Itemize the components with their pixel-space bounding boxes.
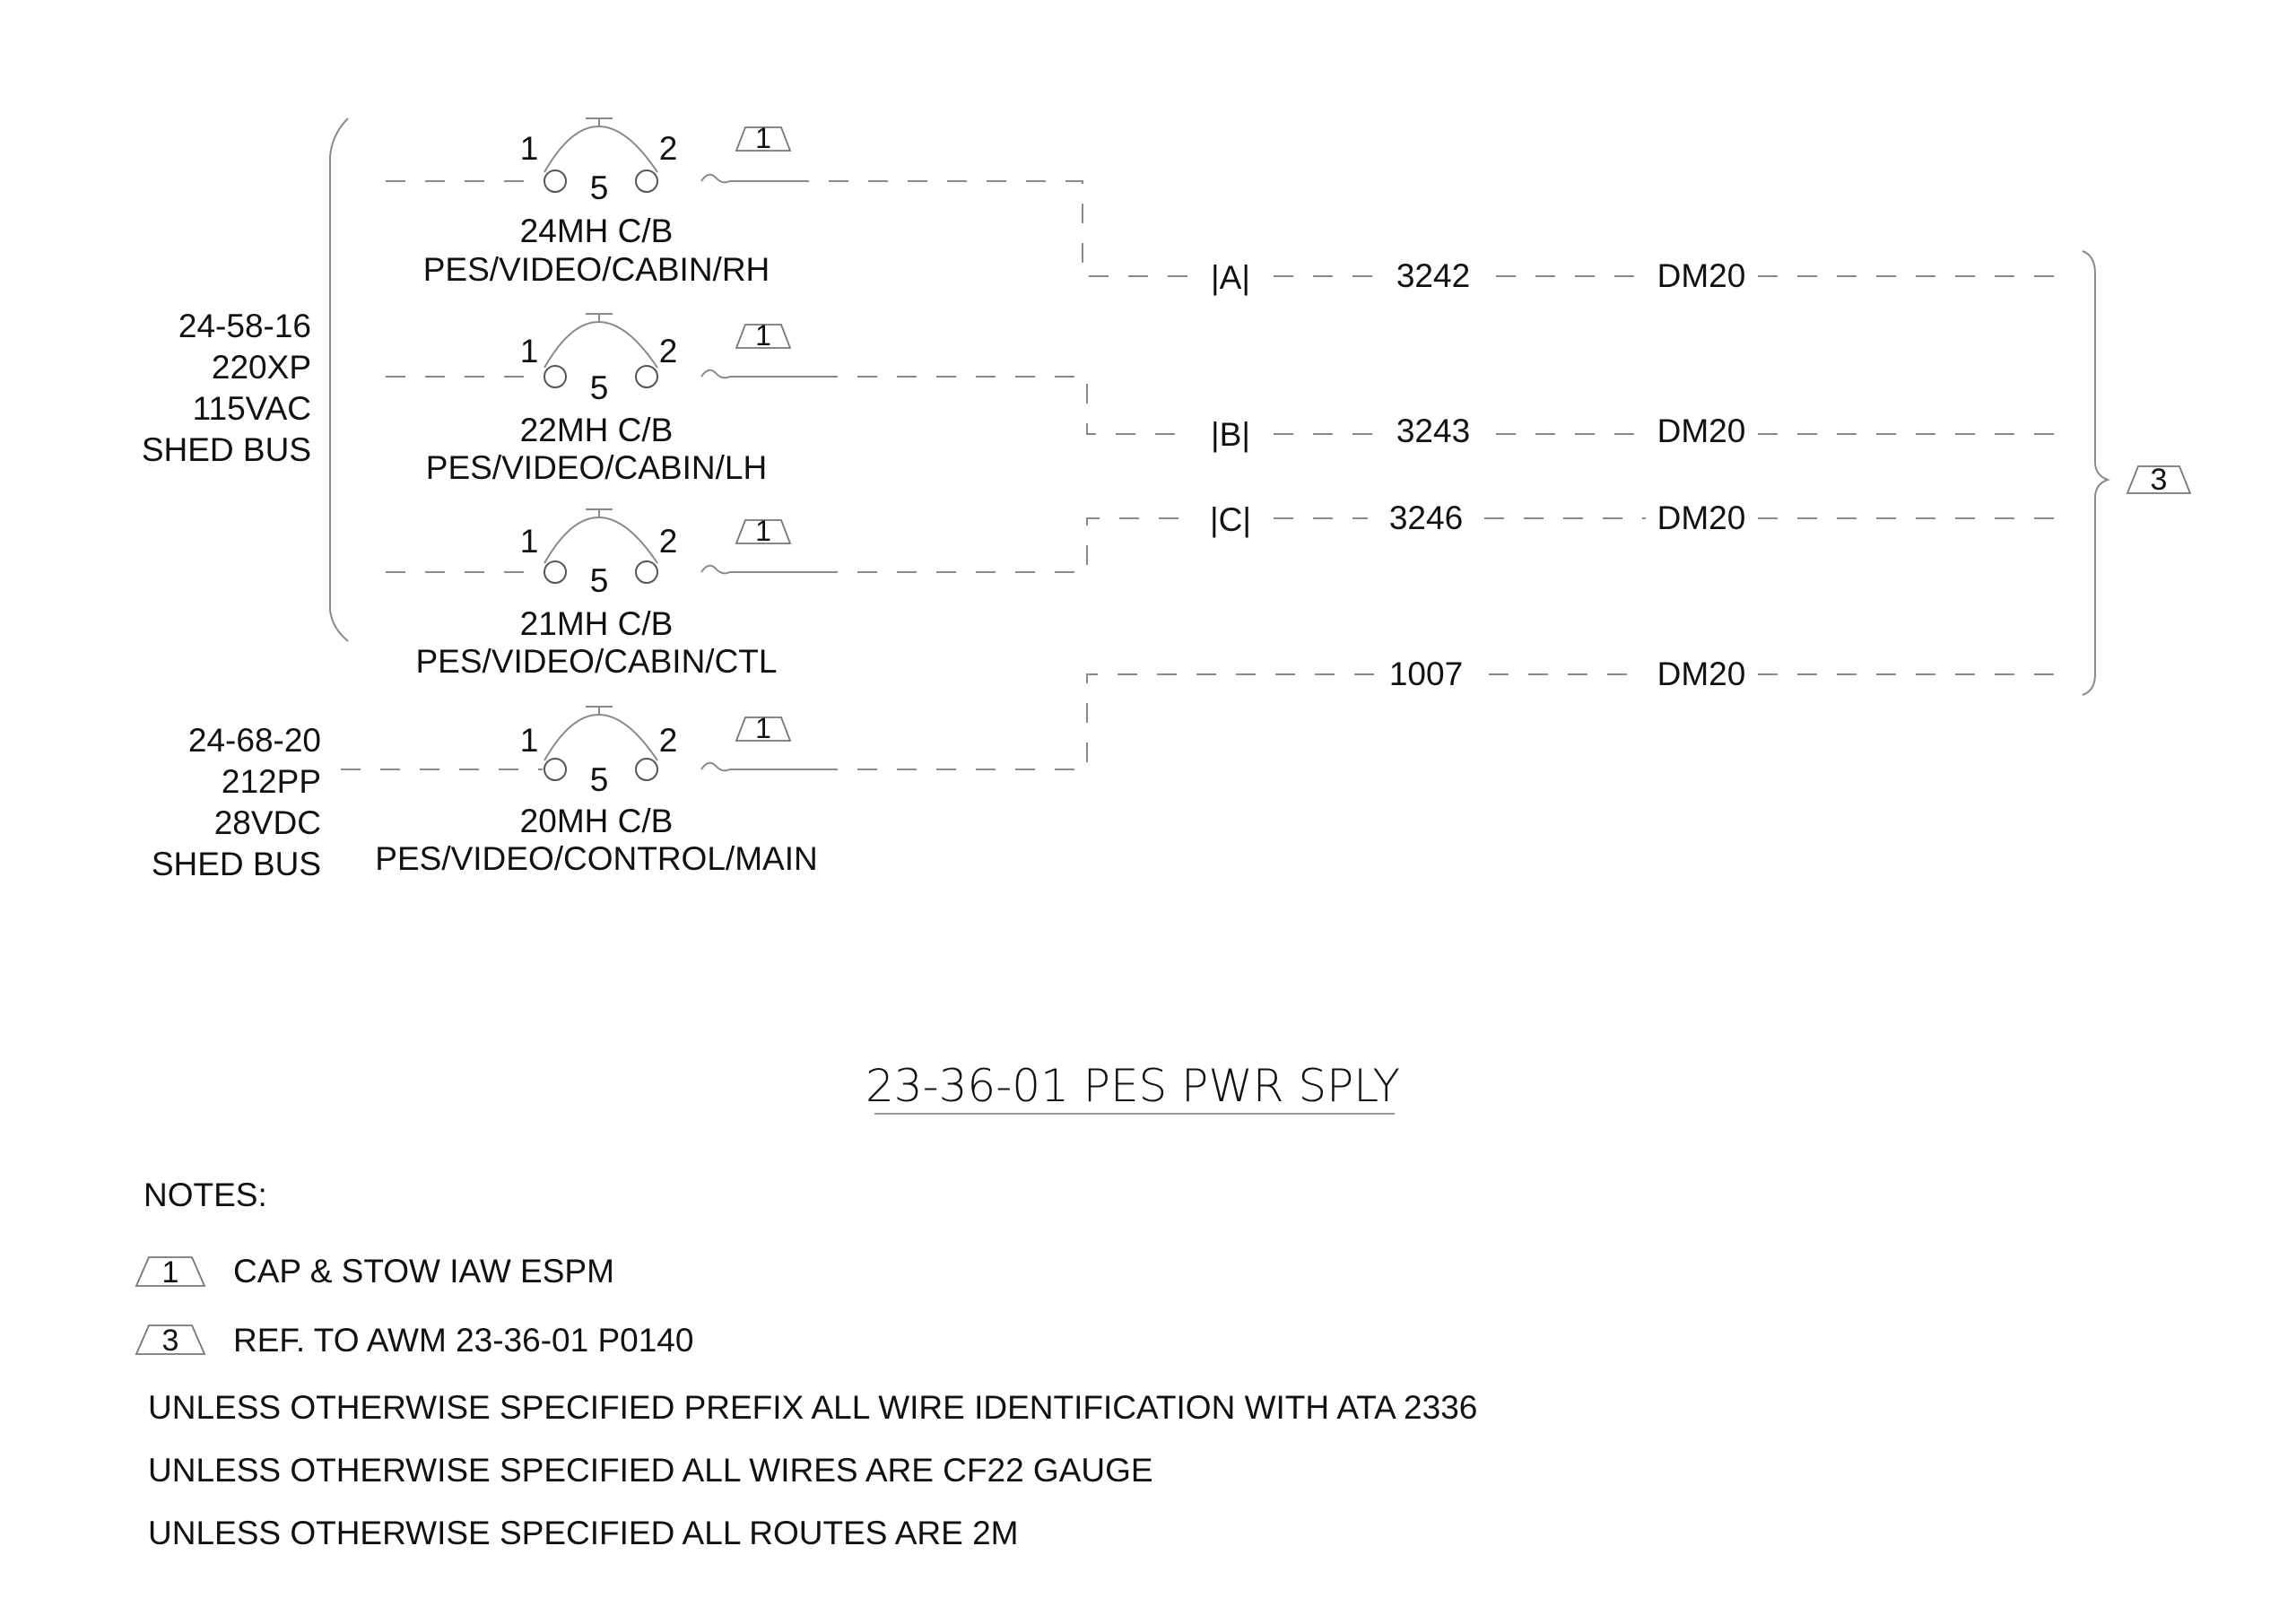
note-3: 3 REF. TO AWM 23-36-01 P0140: [135, 1322, 693, 1359]
wire-id: 1007: [1389, 656, 1463, 692]
wire-3246: |C| 3246 DM20: [818, 499, 2063, 573]
general-note: UNLESS OTHERWISE SPECIFIED ALL WIRES ARE…: [148, 1452, 1153, 1489]
breaker-name: 20MH C/B: [520, 803, 674, 839]
wire-destination: DM20: [1657, 499, 1746, 536]
breaker-pin-in: 1: [520, 130, 539, 167]
bus-label-28vdc: 24-68-20 212PP 28VDC SHED BUS: [152, 722, 321, 882]
note-flag-number: 1: [755, 515, 771, 547]
notes-heading: NOTES:: [144, 1177, 267, 1213]
bus-ata: 24-58-16: [178, 308, 311, 344]
note-flag-number: 1: [162, 1255, 179, 1290]
wire-destination: DM20: [1657, 656, 1746, 692]
wire-phase: |C|: [1210, 501, 1251, 538]
note-text: REF. TO AWM 23-36-01 P0140: [233, 1322, 693, 1359]
circuit-breaker-22mh[interactable]: 1 2 5 22MH C/B PES/VIDEO/CABIN/LH 1: [386, 313, 818, 486]
bus-voltage: 28VDC: [214, 804, 321, 841]
breaker-rating: 5: [590, 169, 609, 206]
breaker-rating: 5: [590, 562, 609, 599]
wire-id: 3246: [1389, 499, 1463, 536]
note-flag-number: 1: [755, 712, 771, 744]
breaker-pin-in: 1: [520, 333, 539, 369]
bus-id: 220XP: [212, 349, 311, 386]
reference-flag-3: 3: [2126, 463, 2192, 497]
bus-id: 212PP: [222, 763, 321, 800]
breaker-pin-out: 2: [659, 722, 678, 759]
breaker-pin-in: 1: [520, 523, 539, 560]
bus-type: SHED BUS: [152, 846, 321, 882]
wire-id: 3242: [1396, 257, 1470, 294]
wire-phase: |A|: [1211, 259, 1250, 296]
wire-1007: 1007 DM20: [818, 656, 2063, 770]
breaker-function: PES/VIDEO/CONTROL/MAIN: [375, 840, 817, 877]
note-flag-number: 3: [162, 1324, 179, 1358]
wire-3243: |B| 3243 DM20: [818, 376, 2072, 453]
note-flag-1: 1: [735, 122, 792, 154]
breaker-name: 24MH C/B: [520, 213, 674, 249]
circuit-breaker-21mh[interactable]: 1 2 5 21MH C/B PES/VIDEO/CABIN/CTL 1: [386, 508, 818, 680]
breaker-name: 21MH C/B: [520, 605, 674, 642]
breaker-pin-out: 2: [659, 523, 678, 560]
note-1: 1 CAP & STOW IAW ESPM: [135, 1253, 614, 1290]
diagram-title: 23-36-01 PES PWR SPLY: [865, 1060, 1400, 1112]
breaker-pin-out: 2: [659, 130, 678, 167]
reference-flag-number: 3: [2151, 463, 2168, 497]
note-flag-number: 1: [755, 319, 771, 352]
note-flag-1: 1: [735, 712, 792, 744]
note-flag-number: 1: [755, 122, 771, 154]
bus-ata: 24-68-20: [188, 722, 321, 759]
wire-phase: |B|: [1211, 416, 1250, 453]
breaker-pin-in: 1: [520, 722, 539, 759]
general-note: UNLESS OTHERWISE SPECIFIED ALL ROUTES AR…: [148, 1515, 1018, 1551]
breaker-rating: 5: [590, 761, 609, 798]
bus-group-brace: [329, 117, 349, 642]
reference-brace: [2082, 250, 2110, 696]
bus-type: SHED BUS: [142, 431, 311, 468]
general-note: UNLESS OTHERWISE SPECIFIED PREFIX ALL WI…: [148, 1389, 1477, 1426]
breaker-function: PES/VIDEO/CABIN/RH: [423, 251, 770, 288]
circuit-breaker-20mh[interactable]: 1 2 5 20MH C/B PES/VIDEO/CONTROL/MAIN 1: [341, 706, 818, 877]
breaker-name: 22MH C/B: [520, 412, 674, 448]
note-text: CAP & STOW IAW ESPM: [233, 1253, 614, 1290]
note-flag-1: 1: [735, 515, 792, 547]
breaker-pin-out: 2: [659, 333, 678, 369]
breaker-function: PES/VIDEO/CABIN/LH: [426, 449, 767, 486]
wire-destination: DM20: [1657, 257, 1746, 294]
bus-voltage: 115VAC: [193, 390, 311, 427]
note-flag-1: 1: [735, 319, 792, 352]
bus-label-115vac: 24-58-16 220XP 115VAC SHED BUS: [142, 308, 311, 468]
breaker-function: PES/VIDEO/CABIN/CTL: [416, 643, 778, 680]
wire-id: 3243: [1396, 413, 1470, 449]
wire-3242: |A| 3242 DM20: [789, 180, 2072, 296]
wire-destination: DM20: [1657, 413, 1746, 449]
circuit-breaker-24mh[interactable]: 1 2 5 24MH C/B PES/VIDEO/CABIN/RH 1: [386, 117, 792, 288]
breaker-rating: 5: [590, 369, 609, 406]
